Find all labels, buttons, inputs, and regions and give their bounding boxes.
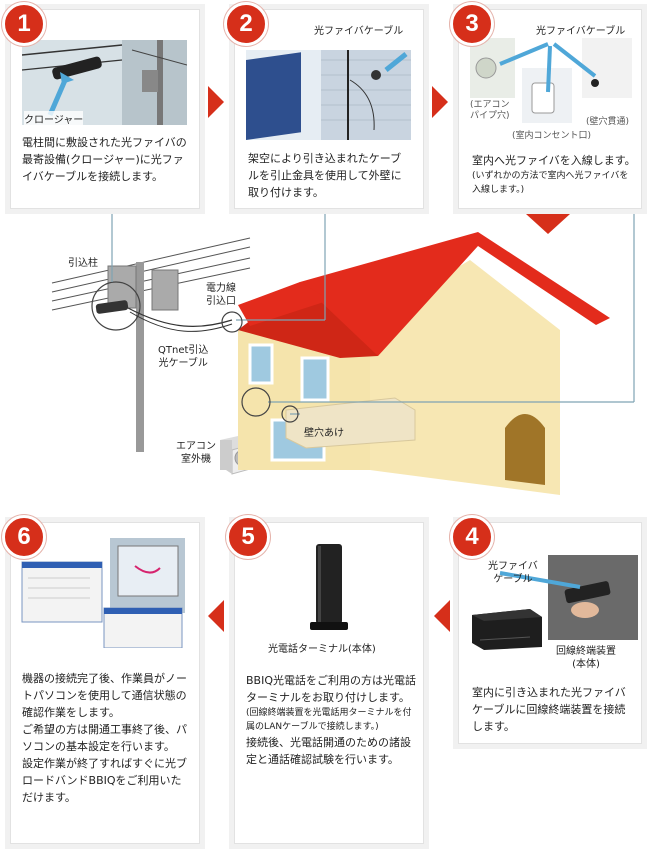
step-3-number: 3 [450,2,494,46]
step-5-photo [300,540,360,632]
step-6-text: 機器の接続完了後、作業員がノートパソコンを使用して通信状態の確認作業をします。 … [22,672,187,804]
arrow-3-down [526,214,570,234]
power-inlet-label: 電力線 引込口 [206,283,236,307]
step-2-text: 架空により引き込まれたケーブルを引止金具を使用して外壁に取り付けます。 [248,152,402,199]
arrow-4-5 [434,600,450,632]
arrow-2-3 [432,86,448,118]
step-5-main-text: BBIQ光電話をご利用の方は光電話ターミナルをお取り付けします。 [246,674,416,704]
step-1-number: 1 [2,2,46,46]
step-4-number: 4 [450,515,494,559]
step-3-text: 室内へ光ファイバを入線します。 (いずれかの方法で室内へ光ファイバを入線します。… [472,152,636,197]
step-6-number: 6 [2,515,46,559]
step-3-label-wall: (壁穴貫通) [586,117,630,127]
step-5-text: BBIQ光電話をご利用の方は光電話ターミナルをお取り付けします。 (回線終端装置… [246,672,416,768]
step-4-photo [470,555,638,650]
step-5-number: 5 [226,515,270,559]
cable-label: QTnet引込 光ケーブル [158,345,209,369]
aircon-label: エアコン 室外機 [176,441,216,465]
step-5-photo-label: 光電話ターミナル(本体) [268,644,376,655]
wall-hole-label: 壁穴あけ [304,428,344,439]
arrow-1-2 [208,86,224,118]
step-1-photo-label: クロージャー [24,111,84,126]
step-3-photo [470,38,638,138]
step-5-note: (回線終端装置を光電話用ターミナルを付属のLANケーブルで接続します。) [246,708,412,732]
step-3-main-text: 室内へ光ファイバを入線します。 [472,154,636,167]
step-2-photo-label: 光ファイバケーブル [314,26,404,37]
step-4-label-cable: 光ファイバ ケーブル [488,561,538,585]
step-2-number: 2 [224,2,268,46]
step-3-note: (いずれかの方法で室内へ光ファイバを入線します。) [472,171,629,195]
arrow-5-6 [208,600,224,632]
step-1-text: 電柱間に敷設された光ファイバの最寄設備(クロージャー)に光ファイバケーブルを接続… [22,136,187,183]
step-5-text-2: 接続後、光電話開通のための諸設定と通話確認試験を行います。 [246,736,411,766]
pole-label: 引込柱 [68,258,98,269]
step-1-photo [22,40,187,125]
step-4-text: 室内に引き込まれた光ファイバケーブルに回線終端装置を接続します。 [472,686,626,733]
step-3-label-outlet: (室内コンセント口) [512,131,592,141]
step-4-label-device: 回線終端装置 (本体) [556,646,616,670]
step-2-photo [246,50,411,140]
step-3-photo-label: 光ファイバケーブル [536,26,626,37]
step-3-label-aircon: (エアコン パイプ穴) [470,100,510,121]
step-6-photo [20,538,185,648]
